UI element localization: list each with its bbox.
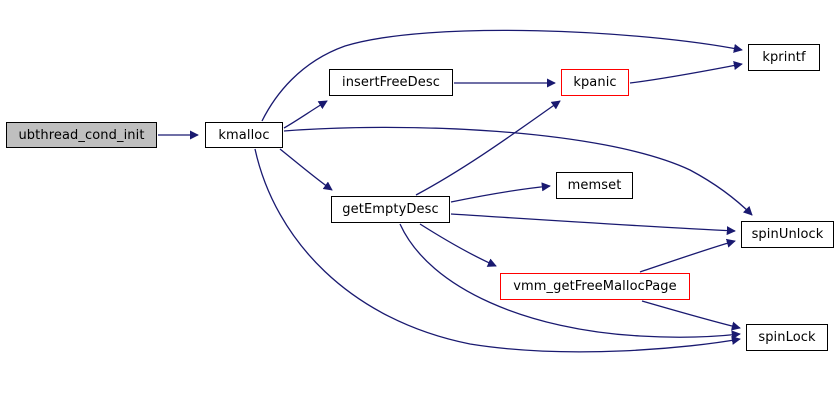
node-memset[interactable]: memset (556, 172, 633, 199)
edge-kpanic-kprintf (629, 61, 743, 84)
edge-getEmptyDesc-vmm_getFreeMallocPage (419, 223, 497, 267)
node-insertFreeDesc[interactable]: insertFreeDesc (329, 69, 453, 96)
edge-kmalloc-spinLock (254, 148, 741, 353)
node-spinUnlock[interactable]: spinUnlock (741, 221, 834, 248)
node-label: kpanic (573, 75, 617, 90)
edge-vmm_getFreeMallocPage-spinUnlock (639, 238, 736, 273)
node-label: getEmptyDesc (342, 202, 439, 217)
node-label: memset (567, 178, 622, 193)
node-label: ubthread_cond_init (18, 127, 145, 143)
edge-getEmptyDesc-spinLock (399, 223, 741, 340)
node-label: spinUnlock (751, 227, 824, 242)
node-vmm_getFreeMallocPage[interactable]: vmm_getFreeMallocPage (500, 273, 690, 300)
node-kprintf[interactable]: kprintf (748, 44, 820, 71)
node-label: kmalloc (218, 127, 270, 143)
node-kmalloc[interactable]: kmalloc (205, 122, 283, 148)
node-kpanic[interactable]: kpanic (561, 69, 629, 96)
edge-kmalloc-kprintf (261, 29, 743, 122)
edge-kmalloc-spinUnlock (283, 126, 753, 216)
node-label: spinLock (758, 330, 816, 345)
node-label: kprintf (762, 50, 806, 65)
node-ubthread_cond_init[interactable]: ubthread_cond_init (6, 122, 157, 148)
edge-getEmptyDesc-spinUnlock (450, 213, 736, 236)
node-label: insertFreeDesc (342, 75, 440, 90)
node-label: vmm_getFreeMallocPage (513, 279, 677, 294)
node-spinLock[interactable]: spinLock (746, 324, 828, 351)
edge-getEmptyDesc-memset (450, 182, 551, 203)
edge-kmalloc-getEmptyDesc (279, 148, 333, 191)
node-getEmptyDesc[interactable]: getEmptyDesc (331, 196, 450, 223)
edge-vmm_getFreeMallocPage-spinLock (641, 300, 741, 331)
edge-kmalloc-insertFreeDesc (283, 100, 328, 129)
edge-getEmptyDesc-kpanic (415, 100, 561, 196)
